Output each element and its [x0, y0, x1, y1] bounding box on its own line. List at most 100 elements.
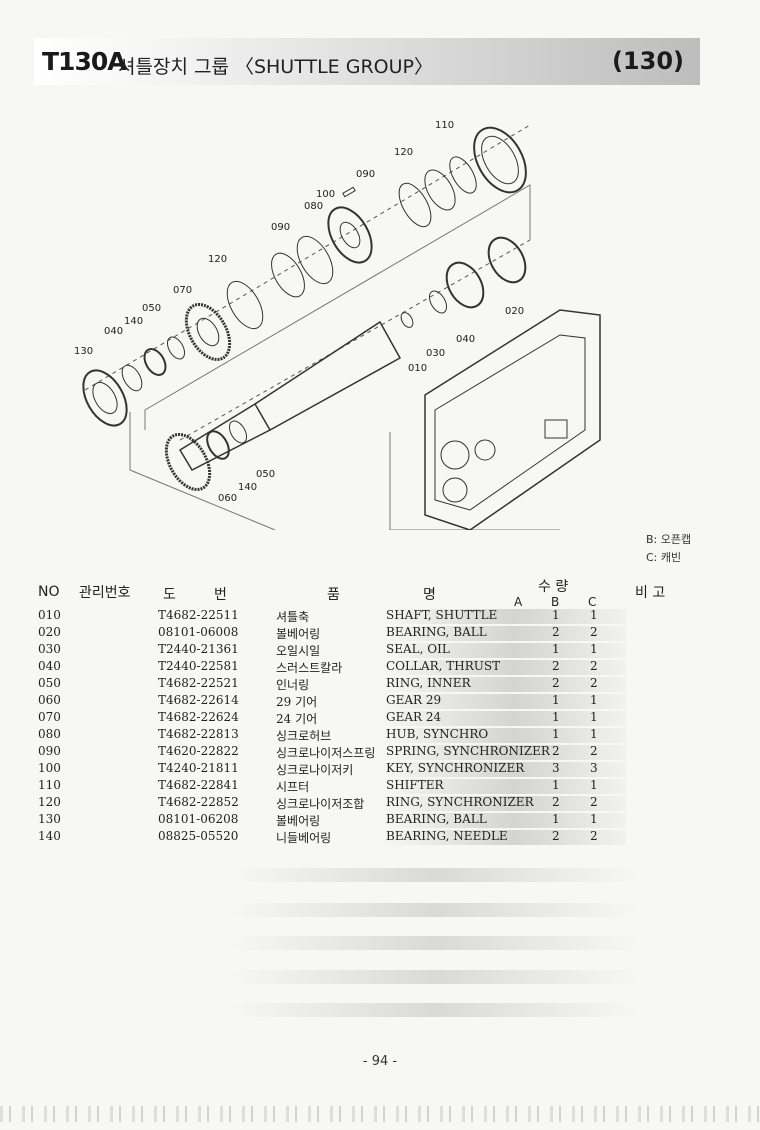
- legend-c: C: 캐빈: [646, 551, 682, 564]
- col-no: NO: [38, 584, 60, 600]
- cell-no: 100: [38, 761, 61, 775]
- cell-c: 2: [590, 659, 598, 673]
- cell-en: BEARING, BALL: [386, 625, 487, 639]
- cell-c: 1: [590, 812, 598, 826]
- cell-part: T2440-22581: [158, 659, 239, 673]
- col-drawing-2: 번: [214, 587, 227, 603]
- cell-b: 2: [552, 625, 560, 639]
- cell-kr: 29 기어: [276, 695, 318, 709]
- cell-b: 3: [552, 761, 560, 775]
- cell-kr: 24 기어: [276, 712, 318, 726]
- cell-c: 2: [590, 795, 598, 809]
- col-qty-a: A: [514, 595, 523, 609]
- svg-text:020: 020: [505, 306, 524, 317]
- cell-kr: 스러스트칼라: [276, 661, 343, 675]
- cell-no: 040: [38, 659, 61, 673]
- col-qty-c: C: [588, 595, 597, 609]
- table-row: 120 T4682-22852 싱크로나이저조합 RING, SYNCHRONIZER…: [0, 795, 760, 812]
- svg-text:140: 140: [124, 316, 143, 327]
- svg-text:090: 090: [271, 222, 290, 233]
- cell-kr: 인너링: [276, 678, 310, 692]
- svg-text:140: 140: [238, 482, 257, 493]
- group-code: T130A: [42, 47, 127, 76]
- cell-kr: 니들베어링: [276, 831, 332, 845]
- cell-c: 1: [590, 778, 598, 792]
- cell-c: 2: [590, 829, 598, 843]
- cell-en: SPRING, SYNCHRONIZER: [386, 744, 550, 758]
- cell-c: 3: [590, 761, 598, 775]
- cell-no: 130: [38, 812, 61, 826]
- cell-kr: 볼베어링: [276, 627, 321, 641]
- group-title: 셔틀장치 그룹 〈SHUTTLE GROUP〉: [118, 56, 433, 78]
- table-row: 040 T2440-22581 스러스트칼라 COLLAR, THRUST 2 2: [0, 659, 760, 676]
- cell-en: RING, SYNCHRONIZER: [386, 795, 534, 809]
- cell-no: 140: [38, 829, 61, 843]
- cell-b: 2: [552, 676, 560, 690]
- cell-part: T4682-22511: [158, 608, 239, 622]
- cell-b: 1: [552, 642, 560, 656]
- cell-no: 050: [38, 676, 61, 690]
- cell-b: 2: [552, 659, 560, 673]
- cell-en: COLLAR, THRUST: [386, 659, 501, 673]
- cell-part: T4682-22614: [158, 693, 239, 707]
- cell-no: 080: [38, 727, 61, 741]
- cell-b: 1: [552, 812, 560, 826]
- svg-text:080: 080: [304, 201, 323, 212]
- cell-kr: 싱크로나이저조합: [276, 797, 365, 811]
- cell-b: 2: [552, 744, 560, 758]
- cell-kr: 셔틀축: [276, 610, 310, 624]
- cell-no: 060: [38, 693, 61, 707]
- cell-c: 1: [590, 727, 598, 741]
- cell-part: T4682-22852: [158, 795, 239, 809]
- svg-text:040: 040: [104, 326, 123, 337]
- cell-part: T4240-21811: [158, 761, 239, 775]
- cell-kr: 싱크로허브: [276, 729, 332, 743]
- cell-part: T2440-21361: [158, 642, 239, 656]
- cell-en: KEY, SYNCHRONIZER: [386, 761, 525, 775]
- svg-text:060: 060: [218, 493, 237, 504]
- cell-part: T4682-22813: [158, 727, 239, 741]
- cell-en: SEAL, OIL: [386, 642, 450, 656]
- col-name-1: 품: [327, 587, 340, 603]
- cell-part: 08825-05520: [158, 829, 239, 843]
- svg-text:050: 050: [256, 469, 275, 480]
- cell-en: BEARING, BALL: [386, 812, 487, 826]
- col-drawing-1: 도: [163, 587, 176, 603]
- cell-no: 090: [38, 744, 61, 758]
- col-quantity: 수 량: [538, 579, 569, 595]
- exploded-parts-diagram: 110 120 090 100 080 090 120 070 050 140 …: [74, 120, 601, 530]
- svg-text:030: 030: [426, 348, 445, 359]
- cell-no: 030: [38, 642, 61, 656]
- cell-no: 120: [38, 795, 61, 809]
- cell-no: 070: [38, 710, 61, 724]
- col-management-no: 관리번호: [79, 585, 131, 601]
- svg-text:050: 050: [142, 303, 161, 314]
- cell-no: 110: [38, 778, 61, 792]
- cell-part: T4620-22822: [158, 744, 239, 758]
- cell-b: 1: [552, 710, 560, 724]
- cell-part: 08101-06008: [158, 625, 239, 639]
- cell-b: 1: [552, 608, 560, 622]
- svg-text:040: 040: [456, 334, 475, 345]
- cell-part: 08101-06208: [158, 812, 239, 826]
- cell-c: 1: [590, 642, 598, 656]
- cell-part: T4682-22841: [158, 778, 239, 792]
- cell-en: SHIFTER: [386, 778, 444, 792]
- cell-b: 2: [552, 829, 560, 843]
- col-qty-b: B: [551, 595, 560, 609]
- cell-en: SHAFT, SHUTTLE: [386, 608, 498, 622]
- svg-text:090: 090: [356, 169, 375, 180]
- cell-en: GEAR 24: [386, 710, 442, 724]
- svg-text:110: 110: [435, 120, 454, 131]
- title-banner: T130A 셔틀장치 그룹 〈SHUTTLE GROUP〉 (130): [34, 38, 700, 85]
- cell-c: 1: [590, 608, 598, 622]
- cell-b: 2: [552, 795, 560, 809]
- cell-c: 1: [590, 693, 598, 707]
- table-header: NO 관리번호 도 번 품 명 수 량 A B C 비 고: [0, 576, 760, 610]
